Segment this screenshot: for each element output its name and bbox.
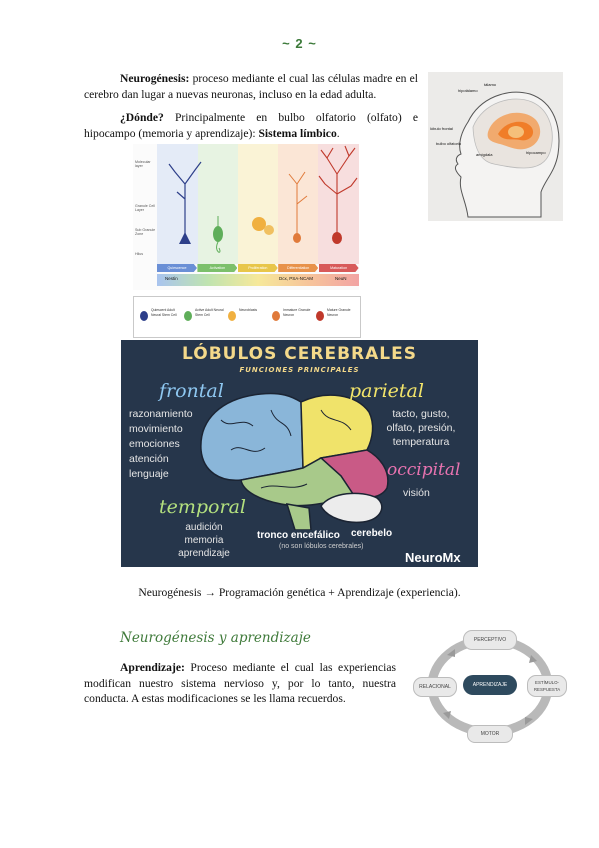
- lobes-note: (no son lóbulos cerebrales): [279, 543, 364, 550]
- legend-swatch: [316, 311, 324, 321]
- stage-segment: Proliferation: [237, 264, 278, 272]
- parietal-name: parietal: [349, 380, 424, 402]
- stage-segment: Activation: [197, 264, 238, 272]
- layer-label: Sub Granule Zone: [135, 228, 156, 236]
- where-paragraph: ¿Dónde? Principalmente en bulbo olfatori…: [84, 110, 418, 141]
- occipital-function: visión: [403, 487, 430, 499]
- brand-logo: NeuroMx: [405, 550, 461, 565]
- legend-label: Neuroblasts: [239, 308, 258, 312]
- marker-label: Nestin: [165, 276, 178, 281]
- legend-swatch: [184, 311, 192, 321]
- parietal-item: temperatura: [392, 436, 450, 448]
- label-talamo: tálamo: [484, 82, 497, 87]
- stage-segment: Quiescence: [157, 264, 197, 272]
- stage-band-5: [318, 144, 359, 264]
- occipital-name: occipital: [387, 460, 461, 480]
- poster-title: LÓBULOS CEREBRALES: [182, 344, 417, 364]
- neurogenesis-paragraph: Neurogénesis: proceso mediante el cual l…: [84, 71, 418, 102]
- label-hipotalamo: hipotálamo: [458, 88, 478, 93]
- neurogenesis-formula: Neurogénesis → Programación genética + A…: [138, 586, 461, 599]
- parietal-item: olfato, presión,: [386, 422, 456, 434]
- temporal-functions: audición memoria aprendizaje: [159, 521, 249, 560]
- layer-label: Granule Cell Layer: [135, 204, 155, 212]
- neurogenesis-text: proceso mediante el cual las células mad…: [84, 72, 418, 101]
- stage-segment: Differentiation: [278, 264, 319, 272]
- poster-subtitle: FUNCIONES PRINCIPALES: [239, 366, 360, 374]
- layer-label: Molecular layer: [135, 160, 151, 168]
- neurogenesis-term: Neurogénesis:: [120, 72, 190, 85]
- temporal-name: temporal: [159, 496, 246, 518]
- legend-label: Quiescent Adult Neural Stem Cell: [151, 308, 177, 317]
- tronco-label: tronco encefálico: [257, 530, 340, 541]
- brain-lobes-poster: LÓBULOS CEREBRALES FUNCIONES PRINCIPALES…: [121, 340, 478, 567]
- page-number: ~ 2 ~: [282, 36, 317, 51]
- legend-swatch: [272, 311, 280, 321]
- temporal-item: memoria: [184, 535, 224, 546]
- parietal-functions: tacto, gusto, olfato, presión, temperatu…: [366, 407, 476, 449]
- legend-item: Quiescent Adult Neural Stem Cell: [138, 305, 182, 329]
- frontal-item: lenguaje: [129, 468, 169, 480]
- cycle-center: APRENDIZAJE: [463, 675, 517, 695]
- legend-swatch: [140, 311, 148, 321]
- cycle-node-perceptivo: PERCEPTIVO: [463, 630, 517, 650]
- learning-text: Proceso mediante el cual las experiencia…: [84, 661, 396, 705]
- cycle-node-motor: MOTOR: [467, 725, 513, 743]
- legend-label: Active Adult Neural Stem Cell: [195, 308, 224, 317]
- legend-item: Mature Granule Neuron: [314, 305, 358, 329]
- layer-label: Hilus: [135, 252, 143, 256]
- where-text: Principalmente en bulbo olfatorio (olfat…: [84, 111, 418, 140]
- limbic-system-figure: tálamo hipotálamo lóbulo frontal bulbo o…: [428, 72, 563, 221]
- marker-bar: Nestin Dcx, PSA-NCAM NeuN: [157, 274, 359, 286]
- cycle-node-relacional: RELACIONAL: [413, 677, 457, 697]
- frontal-item: emociones: [129, 438, 180, 450]
- legend-item: Neuroblasts: [226, 305, 270, 329]
- label-amigdala: amígdala: [476, 152, 493, 157]
- frontal-item: atención: [129, 453, 169, 465]
- where-term: ¿Dónde?: [120, 111, 164, 124]
- section-heading: Neurogénesis y aprendizaje: [120, 630, 311, 646]
- frontal-name: frontal: [159, 380, 224, 402]
- head-illustration: [454, 91, 560, 218]
- brain-illustration: [200, 392, 389, 530]
- stage-band-1: [157, 144, 198, 264]
- marker-label: NeuN: [335, 276, 347, 281]
- where-end: .: [336, 126, 340, 140]
- frontal-item: razonamiento: [129, 408, 193, 420]
- stage-band-3: [238, 144, 278, 264]
- stage-segment: Maturation: [318, 264, 359, 272]
- neurogenesis-legend: Quiescent Adult Neural Stem Cell Active A…: [133, 296, 361, 338]
- learning-cycle-diagram: PERCEPTIVO ESTÍMULO-RESPUESTA MOTOR RELA…: [413, 627, 568, 745]
- learning-term: Aprendizaje:: [120, 661, 185, 674]
- cerebelo-label: cerebelo: [351, 528, 393, 539]
- label-hipocampo: hipocampo: [526, 150, 546, 155]
- legend-item: Active Adult Neural Stem Cell: [182, 305, 226, 329]
- legend-label: Mature Granule Neuron: [327, 308, 351, 317]
- parietal-item: tacto, gusto,: [392, 408, 450, 420]
- temporal-item: audición: [185, 522, 223, 533]
- learning-paragraph: Aprendizaje: Proceso mediante el cual la…: [84, 660, 396, 707]
- neuron-drawings: [168, 145, 358, 253]
- marker-label: Dcx, PSA-NCAM: [279, 276, 314, 281]
- cycle-node-estimulo: ESTÍMULO-RESPUESTA: [527, 675, 567, 697]
- frontal-functions: razonamiento movimiento emociones atenci…: [129, 407, 229, 482]
- legend-label: Immature Granule Neuron: [283, 308, 311, 317]
- frontal-item: movimiento: [129, 423, 183, 435]
- label-bulbo-olfatorio: bulbo olfatorio: [436, 141, 462, 146]
- temporal-item: aprendizaje: [178, 548, 230, 559]
- legend-item: Immature Granule Neuron: [270, 305, 314, 329]
- neurogenesis-stages-figure: Molecular layer Granule Cell Layer Sub G…: [133, 144, 359, 290]
- stage-band-4: [278, 144, 318, 264]
- where-bold: Sistema límbico: [258, 126, 337, 140]
- stage-band-2: [198, 144, 238, 264]
- legend-swatch: [228, 311, 236, 321]
- label-lobulo-frontal: lóbulo frontal: [430, 126, 453, 131]
